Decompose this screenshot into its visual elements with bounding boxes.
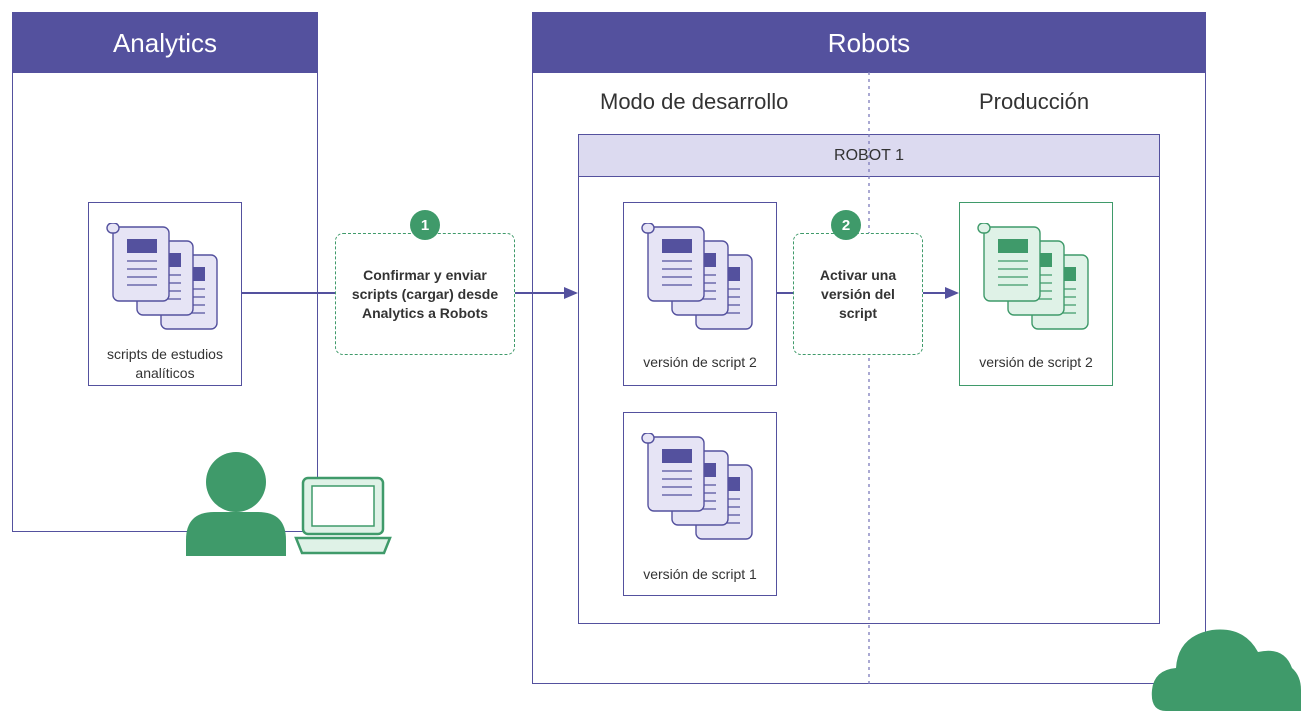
dev-script-v2-label: versión de script 2: [643, 354, 757, 370]
analytics-scripts-card: scripts de estudios analíticos: [88, 202, 242, 386]
dev-script-v1-label: versión de script 1: [643, 566, 757, 582]
script-documents-icon: [106, 222, 218, 330]
script-documents-icon: [641, 432, 753, 540]
analytics-panel: Analytics: [12, 12, 318, 532]
script-documents-icon: [641, 222, 753, 330]
analytics-scripts-label: scripts de estudios analíticos: [107, 346, 223, 381]
step-2-text: Activar una versión del script: [819, 266, 897, 321]
step-1-text: Confirmar y enviar scripts (cargar) desd…: [351, 266, 499, 321]
step-1-badge: 1: [410, 210, 440, 240]
dev-script-v1-card: versión de script 1: [623, 412, 777, 596]
analytics-title: Analytics: [13, 13, 317, 73]
dev-mode-label: Modo de desarrollo: [600, 89, 789, 114]
dev-script-v2-card: versión de script 2: [623, 202, 777, 386]
script-documents-icon: [977, 222, 1089, 330]
step-2-box: Activar una versión del script: [793, 233, 923, 355]
step-2-badge: 2: [831, 210, 861, 240]
prod-script-v2-card: versión de script 2: [959, 202, 1113, 386]
prod-script-v2-label: versión de script 2: [979, 354, 1093, 370]
production-label: Producción: [979, 89, 1090, 114]
robots-title: Robots: [533, 13, 1205, 73]
step-1-box: Confirmar y enviar scripts (cargar) desd…: [335, 233, 515, 355]
